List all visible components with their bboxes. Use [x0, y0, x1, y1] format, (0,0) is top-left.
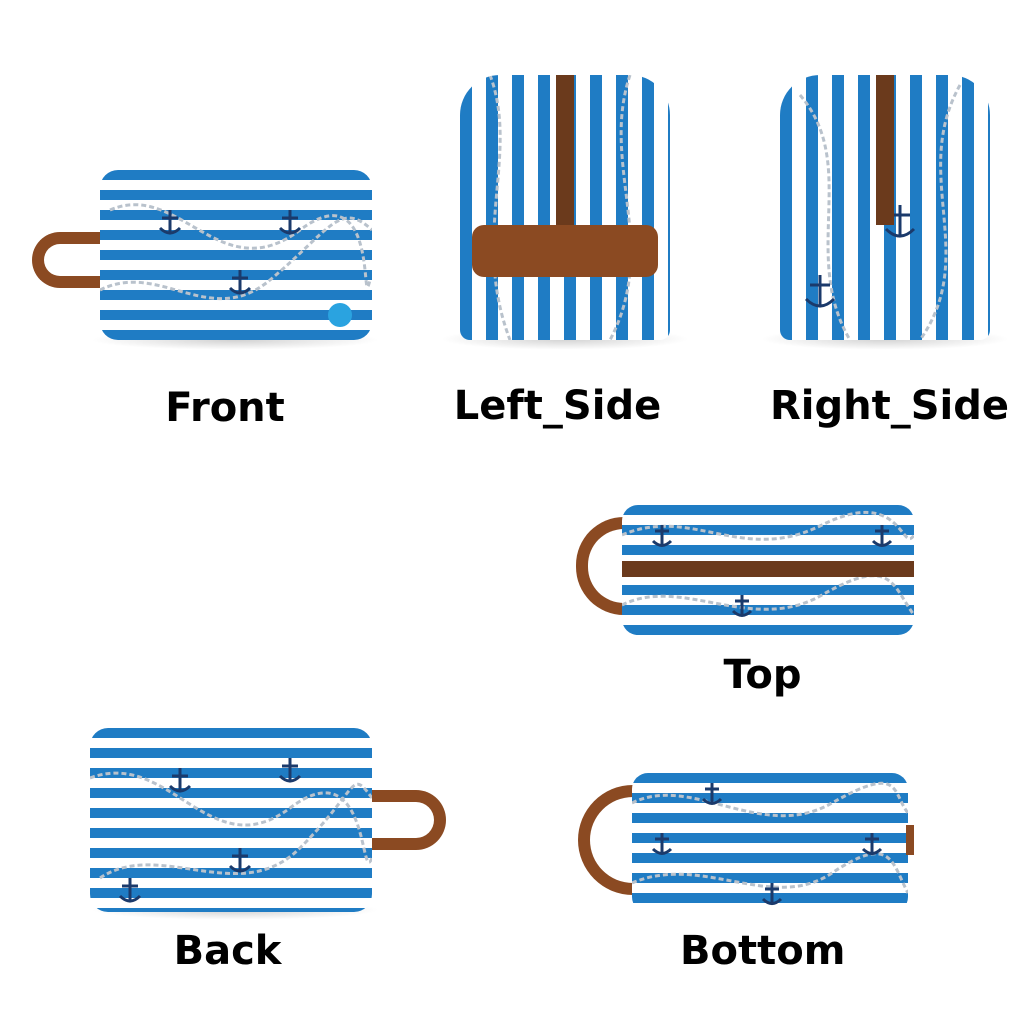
- right-side-bag-image: [780, 75, 990, 340]
- right-side-view: [760, 70, 1010, 350]
- front-label: Front: [165, 385, 285, 431]
- left-side-label: Left_Side: [453, 383, 662, 429]
- top-bag-image: [622, 505, 914, 635]
- left-side-view: [440, 70, 690, 350]
- back-pattern: [90, 758, 372, 903]
- bottom-bag-image: [632, 773, 908, 913]
- bottom-pattern: [632, 781, 908, 905]
- front-bag-image: [100, 170, 372, 340]
- bottom-label: Bottom: [680, 928, 846, 974]
- bottom-view: [570, 765, 930, 925]
- left-side-zipper: [556, 75, 574, 235]
- left-side-handle: [472, 225, 658, 277]
- right-side-label: Right_Side: [770, 383, 1010, 429]
- front-view: [20, 160, 380, 350]
- top-view: [570, 495, 920, 645]
- left-side-bag-image: [460, 75, 670, 340]
- top-zipper: [622, 561, 914, 577]
- back-label: Back: [173, 928, 282, 974]
- bottom-side-tab: [906, 825, 914, 855]
- back-view: [80, 720, 460, 920]
- back-bag-image: [90, 728, 372, 912]
- front-pattern: [100, 203, 372, 327]
- top-label: Top: [723, 652, 802, 698]
- right-side-zipper: [876, 75, 894, 225]
